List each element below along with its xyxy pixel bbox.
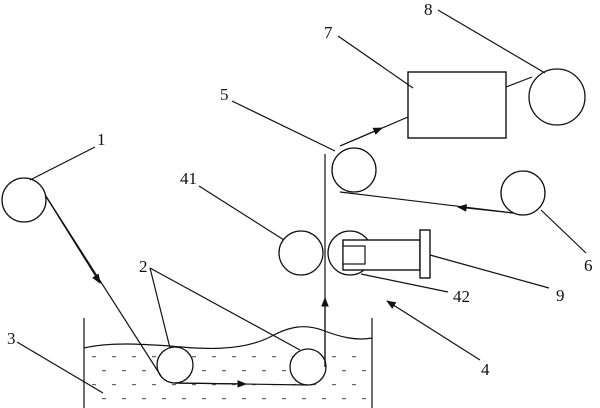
film-tank-arrow bbox=[174, 380, 247, 388]
liquid-dot bbox=[202, 370, 206, 372]
liquid-dot bbox=[332, 356, 336, 358]
liquid-dot bbox=[102, 398, 106, 400]
leader-4 bbox=[386, 300, 481, 361]
label-42: 42 bbox=[453, 287, 470, 306]
liquid-dot bbox=[262, 398, 266, 400]
roller-8 bbox=[528, 68, 586, 126]
liquid-dot bbox=[362, 398, 366, 400]
liquid-dot bbox=[92, 356, 96, 358]
liquid-dot bbox=[282, 398, 286, 400]
liquid-dot bbox=[152, 384, 156, 386]
liquid-dot bbox=[212, 384, 216, 386]
leader-41 bbox=[198, 185, 285, 241]
liquid-dot bbox=[302, 398, 306, 400]
unit-7-box bbox=[407, 71, 507, 139]
liquid-dot bbox=[332, 384, 336, 386]
roller-2-right bbox=[289, 348, 327, 386]
label-8: 8 bbox=[424, 0, 433, 19]
liquid-dot bbox=[232, 356, 236, 358]
liquid-dot bbox=[242, 370, 246, 372]
liquid-dot bbox=[132, 356, 136, 358]
liquid-dot bbox=[122, 398, 126, 400]
liquid-dot bbox=[122, 370, 126, 372]
liquid-dot bbox=[232, 384, 236, 386]
liquid-dot bbox=[342, 370, 346, 372]
liquid-dot bbox=[222, 398, 226, 400]
film-to-box-7-arrow bbox=[339, 127, 383, 147]
roller-2-left bbox=[156, 346, 194, 384]
liquid-dot bbox=[212, 356, 216, 358]
label-5: 5 bbox=[220, 85, 229, 104]
liquid-dot bbox=[222, 370, 226, 372]
device-9-inner bbox=[342, 245, 366, 265]
liquid-dot bbox=[112, 384, 116, 386]
liquid-surface bbox=[83, 326, 373, 350]
liquid-dot bbox=[102, 370, 106, 372]
leader-9 bbox=[429, 254, 550, 289]
roller-41 bbox=[278, 230, 324, 276]
leader-42 bbox=[360, 273, 449, 293]
liquid-dot bbox=[252, 356, 256, 358]
liquid-dot bbox=[352, 384, 356, 386]
box-to-roller-8 bbox=[505, 76, 533, 88]
roller-5 bbox=[331, 147, 377, 193]
label-9: 9 bbox=[556, 286, 565, 305]
liquid-dot bbox=[342, 398, 346, 400]
liquid-dot bbox=[162, 398, 166, 400]
leader-7 bbox=[337, 35, 414, 89]
liquid-dot bbox=[92, 384, 96, 386]
liquid-dot bbox=[192, 356, 196, 358]
liquid-dot bbox=[112, 356, 116, 358]
leader-6 bbox=[540, 209, 587, 254]
film-feed-arrow bbox=[41, 189, 101, 284]
leader-3 bbox=[16, 341, 104, 394]
device-9-end bbox=[419, 229, 431, 279]
roller-1 bbox=[1, 177, 47, 223]
label-41: 41 bbox=[180, 169, 197, 188]
film-to-roller-6-arrow bbox=[457, 204, 523, 215]
leader-5 bbox=[231, 100, 336, 152]
liquid-dot bbox=[272, 356, 276, 358]
tank-outline bbox=[83, 318, 373, 408]
roller-6 bbox=[500, 170, 546, 216]
liquid-dot bbox=[242, 398, 246, 400]
liquid-dot bbox=[142, 398, 146, 400]
liquid-dot bbox=[142, 370, 146, 372]
liquid-dot bbox=[192, 384, 196, 386]
liquid-dot bbox=[132, 384, 136, 386]
liquid-dot bbox=[152, 356, 156, 358]
liquid-dot bbox=[172, 384, 176, 386]
label-3: 3 bbox=[7, 329, 16, 348]
leader-8 bbox=[437, 9, 546, 74]
label-1: 1 bbox=[97, 130, 106, 149]
label-7: 7 bbox=[324, 23, 333, 42]
leader-2a bbox=[149, 267, 171, 349]
liquid-dot bbox=[282, 370, 286, 372]
liquid-dot bbox=[182, 398, 186, 400]
liquid-dot bbox=[362, 370, 366, 372]
label-4: 4 bbox=[481, 360, 490, 379]
leader-2b bbox=[149, 267, 301, 351]
leader-1 bbox=[29, 146, 96, 181]
liquid-dot bbox=[262, 370, 266, 372]
label-2: 2 bbox=[139, 257, 148, 276]
label-6: 6 bbox=[584, 256, 593, 275]
liquid-dot bbox=[322, 398, 326, 400]
liquid-dot bbox=[352, 356, 356, 358]
liquid-dot bbox=[202, 398, 206, 400]
